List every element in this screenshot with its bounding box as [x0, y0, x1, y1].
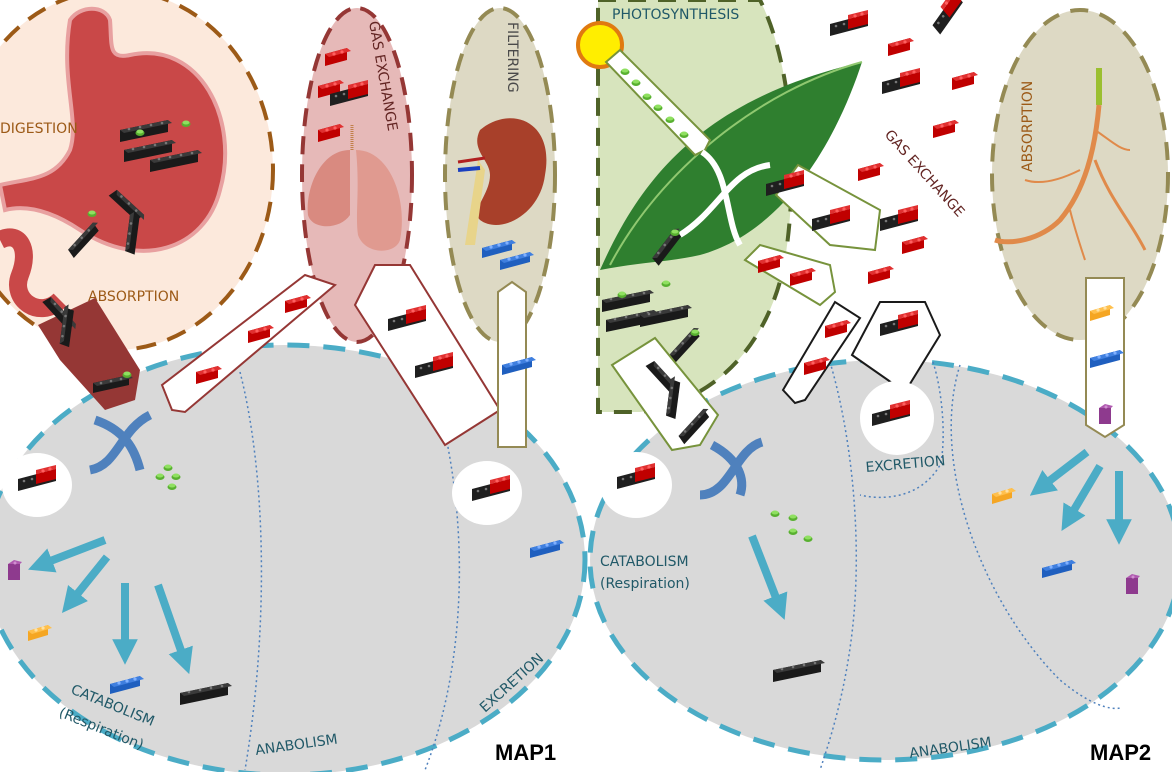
leaf-icon	[600, 61, 863, 270]
map2-catabolism-sublabel: (Respiration)	[600, 576, 690, 592]
map2-anabolism-divider-right	[950, 364, 1121, 710]
map1-arrow-purple	[28, 536, 107, 573]
map2-excretion-label: EXCRETION	[865, 453, 946, 476]
sun-icon	[576, 21, 624, 69]
map2-arrow-blue	[1061, 463, 1104, 532]
map1-digestion-label: DIGESTION	[0, 121, 78, 137]
map2-catabolism-label: CATABOLISM	[600, 554, 689, 570]
map2-absorption-zone	[990, 8, 1170, 342]
lungs-icon	[307, 125, 402, 251]
map1-gas-channel-out	[353, 264, 502, 447]
map2: PHOTOSYNTHESIS	[576, 0, 1172, 771]
map1-curved-arrow-2	[88, 410, 153, 475]
map2-arrow-black	[748, 534, 788, 620]
map1-anabolism-divider-right	[424, 441, 461, 771]
map1-title: MAP1	[495, 740, 556, 765]
map2-curved-arrow-4	[699, 437, 764, 500]
map2-photosynthesis-label: PHOTOSYNTHESIS	[612, 7, 739, 23]
map2-arrow-orange	[1029, 448, 1090, 496]
kidney-icon	[457, 118, 547, 245]
map1-arrow-orange	[61, 554, 111, 613]
map2-co2-bubble	[600, 452, 672, 518]
root-icon	[994, 68, 1147, 261]
map1: DIGESTION ABSORPTION GAS EXCHANGE FILTER…	[0, 0, 588, 772]
map2-absorption-label: ABSORPTION	[1020, 81, 1036, 172]
stomach-icon	[0, 6, 228, 318]
map2-curved-arrow-2	[678, 162, 771, 238]
map2-light-channel	[604, 48, 712, 157]
map1-absorption-label: ABSORPTION	[88, 289, 179, 305]
map2-gas-exchange-label: GAS EXCHANGE	[881, 127, 967, 220]
map2-title: MAP2	[1090, 740, 1151, 765]
map1-filtering-label: FILTERING	[504, 22, 520, 93]
map1-cell	[0, 342, 588, 772]
map2-anabolism-divider-left	[819, 361, 858, 771]
map1-anabolism-divider-left	[239, 371, 263, 771]
map1-arrow-black	[154, 583, 193, 675]
